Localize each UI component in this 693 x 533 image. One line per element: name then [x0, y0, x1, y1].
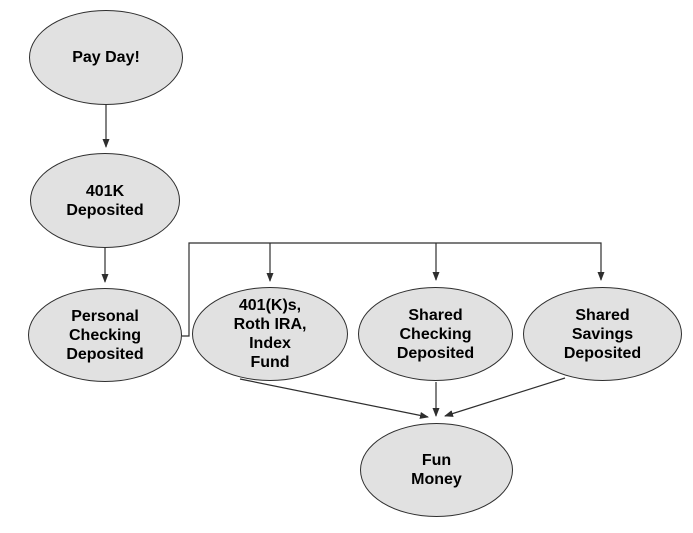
node-label: 401(K)s, Roth IRA, Index Fund [233, 297, 307, 371]
node-label: Fun Money [411, 452, 462, 488]
node-personal-checking-deposited: Personal Checking Deposited [28, 288, 182, 382]
node-investments: 401(K)s, Roth IRA, Index Fund [192, 287, 348, 381]
node-label: Personal Checking Deposited [66, 307, 144, 363]
node-fun-money: Fun Money [360, 423, 513, 517]
node-label: 401K Deposited [66, 182, 144, 219]
node-shared-savings-deposited: Shared Savings Deposited [523, 287, 682, 381]
node-401k-deposited: 401K Deposited [30, 153, 180, 248]
edge-personal-checking-to-shared-savings [182, 242, 605, 337]
edge-investments-to-fun-money [239, 378, 429, 419]
node-pay-day: Pay Day! [29, 10, 183, 105]
edge-shared-savings-to-fun-money [444, 377, 566, 417]
node-label: Pay Day! [72, 49, 140, 66]
node-label: Shared Savings Deposited [563, 306, 642, 362]
node-shared-checking-deposited: Shared Checking Deposited [358, 287, 513, 381]
node-label: Shared Checking Deposited [396, 306, 475, 362]
